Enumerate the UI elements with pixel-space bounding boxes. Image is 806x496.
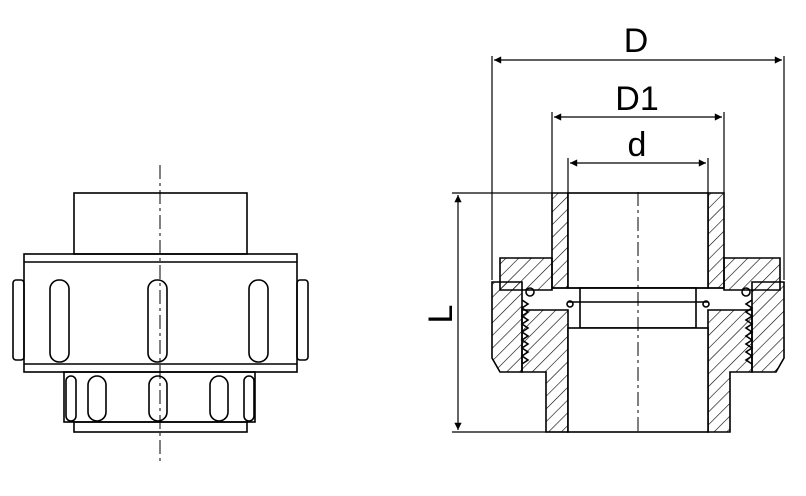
nut-wall-right bbox=[751, 281, 785, 373]
label-D1: D1 bbox=[615, 80, 658, 118]
collar-rib bbox=[209, 375, 229, 422]
nut-rib bbox=[49, 279, 70, 363]
o-ring-right bbox=[741, 287, 751, 297]
collar-rib bbox=[87, 375, 107, 422]
nut-ear-right bbox=[296, 279, 309, 361]
label-L: L bbox=[422, 305, 460, 324]
thread-right bbox=[744, 299, 754, 365]
o-ring-left bbox=[525, 287, 535, 297]
label-D: D bbox=[624, 22, 649, 60]
exterior-view bbox=[12, 165, 309, 462]
upper-socket-wall-left bbox=[551, 192, 569, 289]
nut-rib bbox=[248, 279, 269, 363]
thread-left bbox=[520, 299, 530, 365]
collar-rib bbox=[148, 375, 168, 422]
section-view bbox=[491, 192, 785, 434]
nut-ear-left bbox=[12, 279, 25, 361]
upper-socket-wall-right bbox=[707, 192, 725, 289]
label-d: d bbox=[628, 126, 647, 164]
nut-rib bbox=[147, 279, 168, 363]
dimensions bbox=[452, 56, 785, 433]
nut-wall-left bbox=[491, 281, 523, 373]
